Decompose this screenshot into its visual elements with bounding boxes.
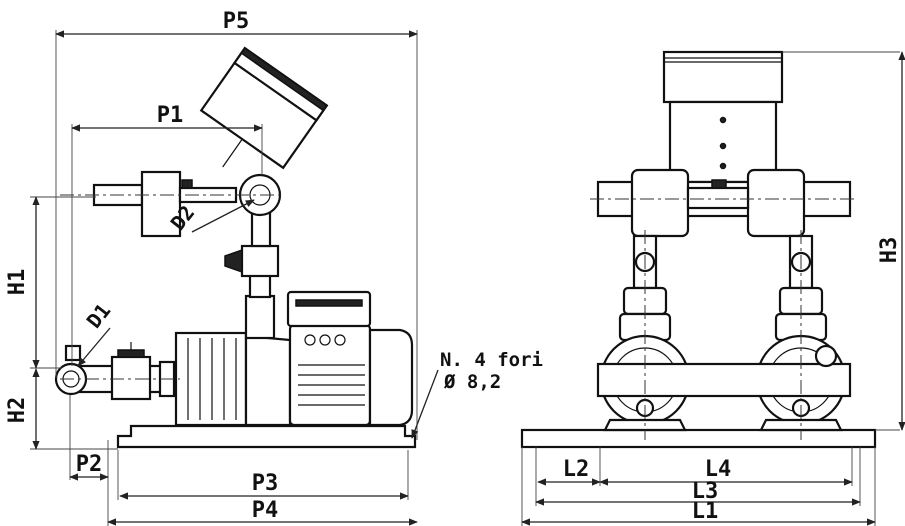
- front-base-plate: [520, 428, 877, 449]
- label-p3: P3: [252, 471, 279, 496]
- pressure-switch: [92, 170, 238, 238]
- motor: [286, 290, 414, 427]
- front-view: [520, 50, 877, 449]
- front-control-box: [662, 50, 784, 184]
- suction-pipe: [54, 342, 176, 401]
- label-p2: P2: [76, 452, 103, 477]
- control-box: [199, 46, 329, 170]
- label-p4: P4: [252, 498, 279, 523]
- label-h2: H2: [5, 397, 30, 424]
- label-l1: L1: [692, 499, 719, 524]
- label-p1: P1: [157, 103, 184, 128]
- pump-body: [174, 331, 292, 427]
- front-collector: [596, 362, 852, 398]
- note-diameter: Ø 8,2: [443, 371, 501, 393]
- label-l3: L3: [692, 479, 719, 504]
- label-l2: L2: [563, 457, 590, 482]
- side-dimensions: [30, 30, 439, 526]
- label-p5: P5: [223, 9, 250, 34]
- note-holes: N. 4 fori: [440, 349, 543, 371]
- label-l4: L4: [705, 457, 732, 482]
- front-manifold: [596, 168, 852, 238]
- side-base-plate: [116, 424, 417, 449]
- label-h3: H3: [877, 237, 902, 264]
- riser-pipe: [224, 173, 282, 340]
- front-dimensions: [521, 51, 905, 526]
- label-h1: H1: [5, 269, 30, 296]
- side-view: [54, 46, 417, 449]
- label-d1: D1: [82, 299, 116, 333]
